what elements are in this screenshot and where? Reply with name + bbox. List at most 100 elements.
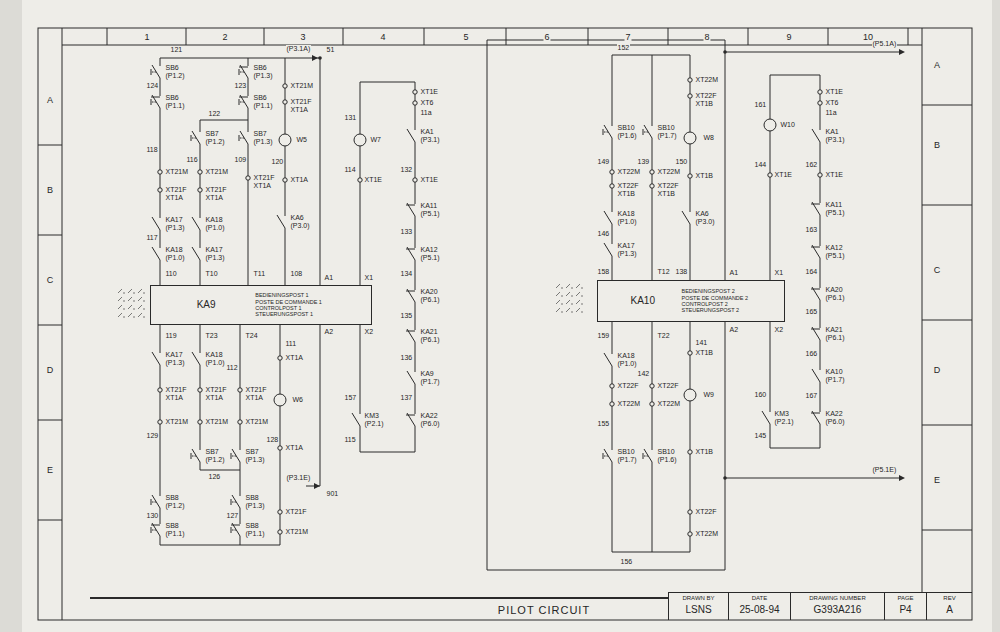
contact-blade xyxy=(812,327,820,340)
lamp-circle xyxy=(274,394,286,406)
contact-symbol xyxy=(811,327,822,340)
contact-symbol xyxy=(231,523,242,536)
terminal-circle xyxy=(610,384,614,388)
schematic-label: 133 xyxy=(400,228,413,236)
contact-blade xyxy=(232,495,240,508)
contact-symbol xyxy=(682,211,692,224)
schematic-label: KA11 xyxy=(825,201,843,209)
node-heading: PILOT CIRCUIT xyxy=(498,603,590,617)
contact-symbol xyxy=(643,125,654,138)
contact-blade xyxy=(644,449,652,462)
terminal-symbol xyxy=(650,170,654,174)
contact-blade xyxy=(232,523,240,536)
contact-symbol xyxy=(407,371,417,384)
terminal-symbol xyxy=(413,90,417,94)
contact-symbol xyxy=(192,217,202,230)
wire xyxy=(160,325,161,545)
push-actuator xyxy=(231,456,236,457)
push-button-head xyxy=(151,69,152,75)
wire xyxy=(200,120,248,121)
schematic-label: T11 xyxy=(253,270,266,278)
reference-mark xyxy=(133,293,135,294)
terminal-symbol xyxy=(688,174,692,178)
contact-blade xyxy=(604,211,612,224)
schematic-label: X1 xyxy=(774,269,784,277)
contact-blade xyxy=(812,287,820,300)
terminal-circle xyxy=(283,178,287,182)
terminal-circle xyxy=(198,188,202,192)
schematic-label: (P1.6) xyxy=(617,132,637,140)
terminal-circle xyxy=(688,78,692,82)
schematic-label: XT6 xyxy=(825,99,839,107)
push-actuator xyxy=(231,502,236,503)
terminal-circle xyxy=(818,101,822,105)
frame-line xyxy=(922,28,923,592)
reference-mark xyxy=(128,313,132,317)
schematic-label: 164 xyxy=(805,268,818,276)
wire xyxy=(612,55,613,280)
schematic-label: KA18 xyxy=(205,351,223,359)
schematic-label: XT21F xyxy=(205,386,227,394)
grid-reference: B xyxy=(933,140,941,150)
schematic-label: (P5.1E) xyxy=(872,466,897,474)
push-button-head xyxy=(603,129,604,135)
terminal-circle xyxy=(198,420,202,424)
schematic-label: 11a xyxy=(420,109,432,117)
contact-bar xyxy=(811,413,820,414)
reference-mark xyxy=(123,317,125,318)
schematic-label: (P5.1) xyxy=(825,209,845,217)
schematic-label: KM3 xyxy=(364,412,379,420)
terminal-circle xyxy=(198,388,202,392)
contact-blade xyxy=(812,411,820,424)
terminal-circle xyxy=(413,90,417,94)
schematic-label: XT21M xyxy=(165,418,189,426)
contact-symbol xyxy=(406,247,417,260)
push-button-head xyxy=(151,99,152,105)
schematic-label: 146 xyxy=(597,230,610,238)
schematic-label: (P1.3) xyxy=(245,502,265,510)
schematic-label: (P1.7) xyxy=(420,378,440,386)
terminal-symbol xyxy=(610,184,614,188)
reference-mark xyxy=(133,317,135,318)
arrow-head xyxy=(314,483,320,489)
schematic-label: XT22F xyxy=(617,182,639,190)
wire xyxy=(770,75,820,76)
terminal-symbol xyxy=(283,100,287,104)
terminal-symbol xyxy=(158,170,162,174)
schematic-label: 111 xyxy=(285,340,297,348)
node-text: P4 xyxy=(899,602,911,618)
terminal-circle xyxy=(688,510,692,514)
terminal-circle xyxy=(818,173,822,177)
schematic-label: XT1B xyxy=(695,172,714,180)
schematic-label: XT21M xyxy=(245,418,269,426)
schematic-label: (P1.0) xyxy=(617,218,637,226)
terminal-circle xyxy=(688,174,692,178)
lamp-symbol xyxy=(354,134,366,146)
reference-mark xyxy=(571,304,573,305)
wire xyxy=(652,55,653,280)
contact-symbol xyxy=(603,125,614,138)
schematic-label: (P6.0) xyxy=(420,420,440,428)
schematic-label: 134 xyxy=(400,270,413,278)
push-button-head xyxy=(603,453,604,459)
schematic-label: (P5.1) xyxy=(420,254,440,262)
terminal-symbol xyxy=(688,78,692,82)
title-block-cell: REVA xyxy=(926,592,972,620)
terminal-symbol xyxy=(278,356,282,360)
schematic-label: 120 xyxy=(271,158,284,166)
page-reference-arrows xyxy=(312,49,905,489)
schematic-label: XT1E xyxy=(420,176,439,184)
reference-mark xyxy=(118,289,122,293)
contact-blade xyxy=(407,329,415,342)
terminal-circle xyxy=(198,170,202,174)
reference-mark xyxy=(556,284,560,288)
schematic-label: 149 xyxy=(597,158,610,166)
contact-blade xyxy=(152,495,160,508)
schematic-label: 129 xyxy=(146,432,159,440)
schematic-label: KA17 xyxy=(205,246,223,254)
schematic-label: 109 xyxy=(234,156,247,164)
schematic-label: XT1A xyxy=(285,444,304,452)
terminal-circle xyxy=(413,178,417,182)
grid-reference: A xyxy=(46,95,54,105)
terminal-circle xyxy=(158,188,162,192)
